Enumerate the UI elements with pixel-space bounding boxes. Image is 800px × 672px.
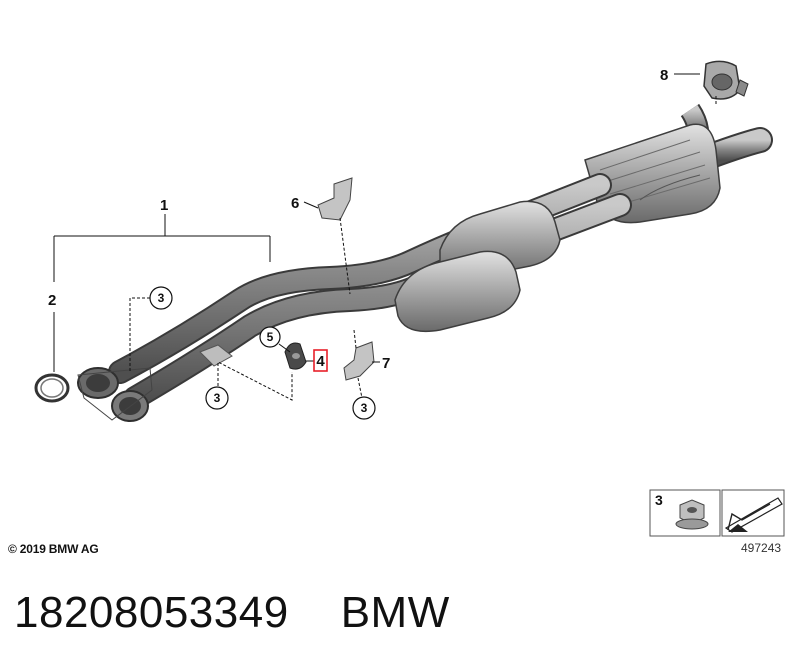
callout-7: 7 bbox=[382, 355, 390, 372]
diagram-number: 497243 bbox=[741, 541, 782, 555]
hanger-bracket-6 bbox=[317, 177, 353, 221]
part-caption: 18208053349 BMW bbox=[14, 588, 502, 638]
callout-3-upper: 3 bbox=[149, 286, 173, 310]
copyright-notice: © 2019 BMW AG bbox=[8, 542, 99, 556]
hanger-bracket-7 bbox=[343, 341, 375, 381]
callout-3-lower-text: 3 bbox=[214, 391, 221, 405]
callout-5-text: 5 bbox=[267, 330, 274, 344]
callout-3-upper-text: 3 bbox=[158, 291, 165, 305]
mounting-direction-icon bbox=[724, 497, 783, 533]
front-flanges bbox=[77, 367, 153, 422]
callout-1: 1 bbox=[160, 197, 168, 214]
brand-name: BMW bbox=[340, 588, 450, 637]
flange-nut-icon bbox=[675, 499, 709, 530]
callout-3-lower: 3 bbox=[205, 386, 229, 410]
callout-2: 2 bbox=[48, 292, 56, 309]
callout-4-text: 4 bbox=[316, 353, 325, 370]
legend-box bbox=[649, 489, 785, 537]
callout-3-right: 3 bbox=[352, 396, 376, 420]
part-number: 18208053349 bbox=[14, 588, 289, 637]
pipe-clamp bbox=[703, 60, 749, 100]
rubber-mount bbox=[284, 342, 307, 370]
callout-6: 6 bbox=[291, 195, 299, 212]
callout-8: 8 bbox=[660, 67, 668, 84]
callout-4-highlighted: 4 bbox=[313, 349, 328, 372]
leader-lines bbox=[53, 73, 717, 401]
legend-number: 3 bbox=[655, 492, 663, 508]
callout-5: 5 bbox=[259, 326, 281, 348]
callout-3-right-text: 3 bbox=[361, 401, 368, 415]
pipe-bracket bbox=[199, 344, 233, 367]
gasket-ring bbox=[34, 373, 70, 403]
catalytic-converter-lower bbox=[394, 250, 521, 333]
